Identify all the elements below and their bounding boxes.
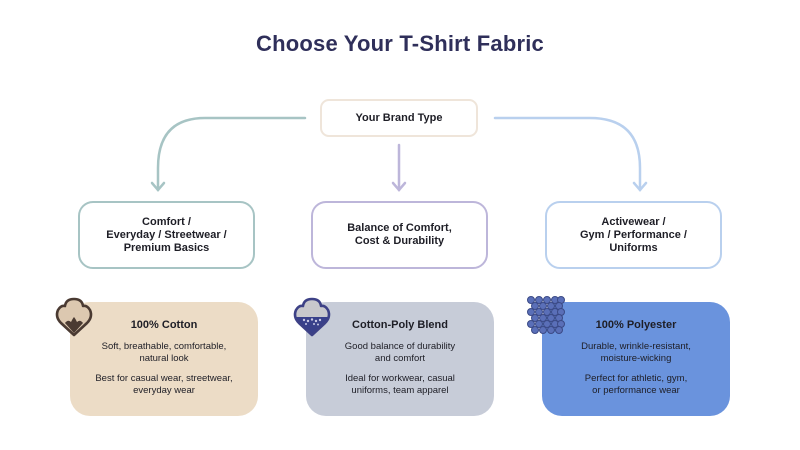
brand-type-root-node: Your Brand Type: [320, 99, 478, 137]
fabric-best-for: Best for casual wear, streetwear, everyd…: [95, 373, 233, 396]
blend-cloud-icon: [293, 297, 331, 337]
fabric-properties: Soft, breathable, comfortable, natural l…: [101, 341, 227, 364]
root-label: Your Brand Type: [355, 112, 443, 124]
arrow-center: [391, 143, 407, 192]
brand-type-balance: Balance of Comfort, Cost & Durability: [311, 201, 488, 269]
brand-type-label: Comfort / Everyday / Streetwear / Premiu…: [106, 215, 227, 254]
brand-type-comfort: Comfort / Everyday / Streetwear / Premiu…: [78, 201, 255, 269]
cotton-boll-icon: [55, 297, 93, 337]
fabric-name: 100% Cotton: [130, 319, 198, 331]
fabric-properties: Good balance of durability and comfort: [344, 341, 456, 364]
arrow-left: [150, 116, 307, 192]
brand-type-label: Activewear / Gym / Performance / Uniform…: [580, 215, 687, 254]
brand-type-label: Balance of Comfort, Cost & Durability: [347, 222, 452, 247]
brand-type-activewear: Activewear / Gym / Performance / Uniform…: [545, 201, 722, 269]
fabric-name: Cotton-Poly Blend: [352, 319, 448, 331]
mesh-fabric-icon: [527, 296, 565, 334]
page-title: Choose Your T-Shirt Fabric: [256, 31, 544, 56]
fabric-properties: Durable, wrinkle-resistant, moisture-wic…: [581, 341, 691, 364]
fabric-best-for: Perfect for athletic, gym, or performanc…: [584, 373, 688, 396]
arrow-right: [493, 116, 648, 192]
fabric-best-for: Ideal for workwear, casual uniforms, tea…: [345, 373, 455, 396]
fabric-card-blend: Cotton-Poly Blend Good balance of durabi…: [306, 302, 494, 416]
fabric-card-polyester: 100% Polyester Durable, wrinkle-resistan…: [542, 302, 730, 416]
fabric-name: 100% Polyester: [595, 319, 677, 331]
fabric-card-cotton: 100% Cotton Soft, breathable, comfortabl…: [70, 302, 258, 416]
